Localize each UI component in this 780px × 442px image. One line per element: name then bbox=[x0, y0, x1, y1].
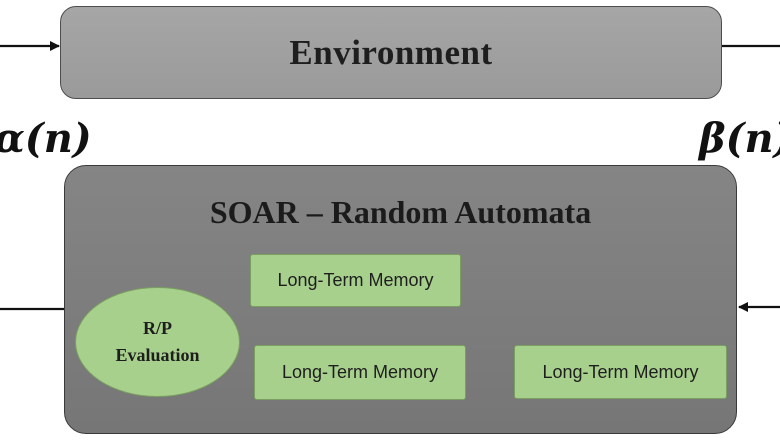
long-term-memory-top: Long-Term Memory bbox=[250, 254, 461, 307]
environment-title: Environment bbox=[289, 32, 493, 72]
alpha-signal-label: α(n) bbox=[0, 115, 92, 162]
rp-evaluation-node: R/P Evaluation bbox=[75, 287, 240, 397]
evaluation-line-1: R/P bbox=[143, 318, 172, 338]
long-term-memory-middle: Long-Term Memory bbox=[254, 345, 466, 400]
evaluation-line-2: Evaluation bbox=[115, 345, 200, 365]
long-term-memory-right: Long-Term Memory bbox=[514, 345, 727, 399]
beta-signal-label: β(n) bbox=[699, 115, 780, 162]
soar-title: SOAR – Random Automata bbox=[209, 194, 592, 230]
environment-box: Environment bbox=[60, 6, 722, 99]
